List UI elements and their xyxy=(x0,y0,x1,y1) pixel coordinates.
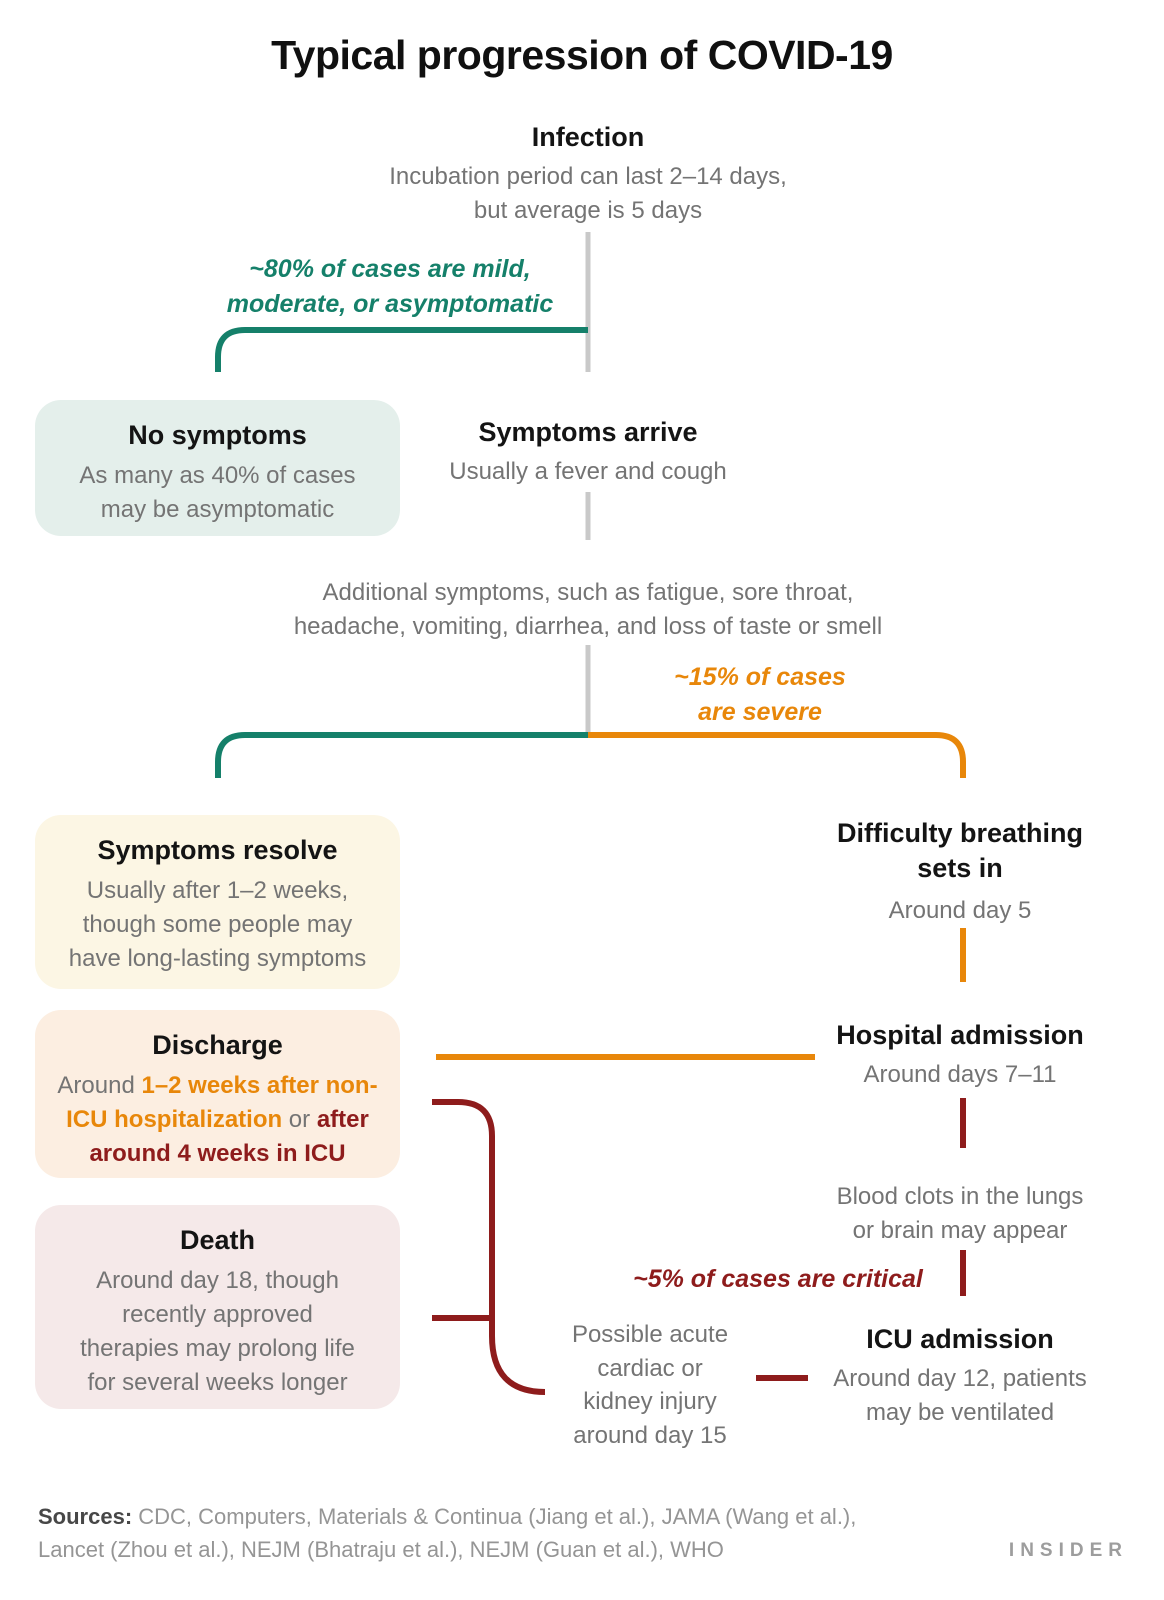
node-death: Death Around day 18, though recently app… xyxy=(35,1205,400,1409)
node-death-title: Death xyxy=(179,1225,255,1255)
insider-logo: INSIDER xyxy=(1008,1540,1128,1561)
node-symptoms-resolve: Symptoms resolve Usually after 1–2 weeks… xyxy=(35,815,400,989)
node-symptoms-arrive-desc: Usually a fever and cough xyxy=(449,458,727,485)
node-difficulty-breathing-desc: Around day 5 xyxy=(888,897,1032,924)
node-symptoms-resolve-title: Symptoms resolve xyxy=(97,835,338,865)
node-symptoms-resolve-desc: Usually after 1–2 weeks, though some peo… xyxy=(68,877,367,973)
node-hospital-admission-title: Hospital admission xyxy=(836,1020,1084,1050)
node-additional-symptoms: Additional symptoms, such as fatigue, so… xyxy=(293,579,883,641)
arrow-branch-to-no-symptoms xyxy=(215,327,588,372)
node-symptoms-arrive-title: Symptoms arrive xyxy=(478,417,698,447)
node-discharge-desc: Around 1–2 weeks after non-ICU hospitali… xyxy=(57,1072,378,1168)
node-death-desc: Around day 18, though recently approved … xyxy=(80,1267,355,1397)
node-infection-desc: Incubation period can last 2–14 days, bu… xyxy=(389,163,787,225)
node-icu-admission-title: ICU admission xyxy=(866,1324,1054,1354)
page-title: Typical progression of COVID-19 xyxy=(271,32,893,78)
node-no-symptoms: No symptoms As many as 40% of cases may … xyxy=(35,400,400,536)
branch-label-mild: ~80% of cases are mild, moderate, or asy… xyxy=(226,255,554,318)
node-no-symptoms-title: No symptoms xyxy=(128,420,307,450)
arrow-split-to-difficulty-breathing xyxy=(588,732,966,778)
node-difficulty-breathing-title: Difficulty breathing sets in xyxy=(836,818,1083,884)
node-blood-clots: Blood clots in the lungs or brain may ap… xyxy=(836,1183,1084,1245)
arrow-split-to-symptoms-resolve xyxy=(215,732,588,778)
node-infection-title: Infection xyxy=(531,122,645,152)
node-discharge-title: Discharge xyxy=(152,1030,283,1060)
node-discharge: Discharge Around 1–2 weeks after non-ICU… xyxy=(35,1010,400,1178)
branch-label-critical: ~5% of cases are critical xyxy=(633,1265,923,1293)
node-hospital-admission-desc: Around days 7–11 xyxy=(863,1061,1057,1088)
node-icu-admission-desc: Around day 12, patients may be ventilate… xyxy=(833,1365,1087,1427)
arrow-cardiac-to-discharge xyxy=(432,1099,546,1395)
node-no-symptoms-desc: As many as 40% of cases may be asymptoma… xyxy=(79,462,356,524)
node-cardiac-injury: Possible acute cardiac or kidney injury … xyxy=(571,1321,729,1449)
branch-label-severe: ~15% of cases are severe xyxy=(674,663,846,726)
sources-text: Sources: CDC, Computers, Materials & Con… xyxy=(38,1504,857,1562)
